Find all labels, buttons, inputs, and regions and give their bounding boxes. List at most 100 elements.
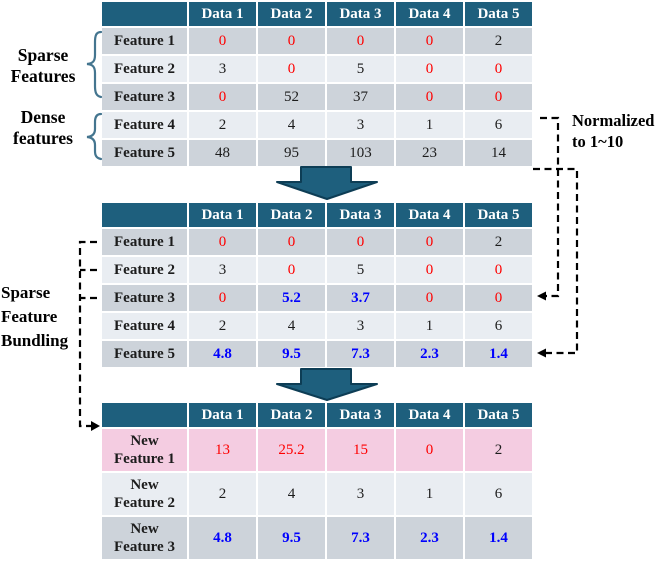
cell-value: 15: [327, 429, 394, 471]
column-header: Data 4: [396, 403, 463, 427]
row-label: New Feature 3: [102, 517, 187, 559]
column-header: Data 4: [396, 203, 463, 227]
cell-value: 0: [396, 285, 463, 311]
cell-text: 0: [218, 289, 227, 306]
cell-text: 5.2: [282, 289, 301, 306]
cell-text: 0: [425, 88, 434, 105]
cell-text: 2: [494, 32, 503, 49]
cell-value: 95: [258, 140, 325, 166]
row-label-line: Feature 2: [114, 495, 175, 511]
column-header: Data 1: [189, 403, 256, 427]
cell-value: 2.3: [396, 341, 463, 367]
label-line: Feature: [1, 307, 58, 326]
cell-text: 0: [425, 32, 434, 49]
cell-text: 0: [218, 233, 227, 250]
cell-text: 103: [349, 144, 372, 161]
cell-value: 0: [327, 229, 394, 255]
cell-text: 0: [287, 261, 296, 278]
column-header: Data 5: [465, 2, 532, 26]
cell-value: 3: [327, 473, 394, 515]
corner-header-cell: [102, 2, 187, 26]
row-label: Feature 4: [102, 112, 187, 138]
cell-text: 0: [218, 32, 227, 49]
label-line: Features: [10, 66, 76, 86]
header-row: Data 1 Data 2 Data 3 Data 4 Data 5: [102, 203, 532, 227]
cell-value: 3.7: [327, 285, 394, 311]
cell-value: 1: [396, 473, 463, 515]
table-row: New Feature 3 4.8 9.5 7.3 2.3 1.4: [102, 517, 532, 559]
cell-text: 1: [425, 317, 434, 334]
cell-text: 14: [491, 144, 506, 161]
cell-text: 1: [425, 116, 434, 133]
cell-text: 3: [356, 116, 365, 133]
cell-value: 0: [465, 257, 532, 283]
cell-text: 2: [494, 233, 503, 250]
column-header: Data 3: [327, 2, 394, 26]
cell-value: 0: [396, 429, 463, 471]
cell-value: 2: [189, 313, 256, 339]
cell-value: 0: [396, 84, 463, 110]
cell-text: 1: [425, 485, 434, 502]
row-label-line: New: [130, 521, 159, 537]
label-line: Bundling: [1, 331, 69, 350]
cell-text: 25.2: [278, 441, 305, 458]
cell-value: 6: [465, 473, 532, 515]
cell-text: 52: [284, 88, 299, 105]
column-header: Data 2: [258, 403, 325, 427]
cell-value: 0: [396, 229, 463, 255]
column-header: Data 3: [327, 203, 394, 227]
table-row: Feature 3 0 5.2 3.7 0 0: [102, 285, 532, 311]
table-row: Feature 2 3 0 5 0 0: [102, 56, 532, 82]
cell-value: 2: [465, 429, 532, 471]
row-label-line: Feature 1: [114, 451, 175, 467]
cell-value: 2.3: [396, 517, 463, 559]
cell-text: 3: [356, 485, 365, 502]
row-label: New Feature 1: [102, 429, 187, 471]
column-header: Data 3: [327, 403, 394, 427]
table-row: New Feature 2 2 4 3 1 6: [102, 473, 532, 515]
cell-value: 9.5: [258, 517, 325, 559]
cell-text: 7.3: [351, 345, 370, 362]
row-label-line: Feature 3: [114, 539, 175, 555]
cell-value: 0: [396, 28, 463, 54]
cell-text: 4: [287, 116, 296, 133]
cell-value: 5: [327, 257, 394, 283]
bundled-features-table: Data 1 Data 2 Data 3 Data 4 Data 5 New F…: [100, 401, 534, 561]
cell-value: 13: [189, 429, 256, 471]
cell-text: 3: [218, 261, 227, 278]
cell-value: 1.4: [465, 341, 532, 367]
cell-value: 0: [465, 56, 532, 82]
table-row: Feature 1 0 0 0 0 2: [102, 28, 532, 54]
cell-text: 4.8: [213, 529, 232, 546]
row-label: Feature 4: [102, 313, 187, 339]
cell-value: 0: [189, 28, 256, 54]
cell-text: 4.8: [213, 345, 232, 362]
cell-value: 52: [258, 84, 325, 110]
row-label: Feature 3: [102, 285, 187, 311]
bundling-connector-lines: [78, 240, 97, 428]
cell-text: 1.4: [489, 529, 508, 546]
table-row: Feature 4 2 4 3 1 6: [102, 112, 532, 138]
sparse-feature-bundling-label: Sparse Feature Bundling: [1, 281, 79, 353]
cell-value: 7.3: [327, 517, 394, 559]
table-row: Feature 3 0 52 37 0 0: [102, 84, 532, 110]
cell-text: 0: [494, 261, 503, 278]
label-line: features: [13, 128, 73, 148]
cell-value: 2: [189, 473, 256, 515]
cell-value: 2: [465, 28, 532, 54]
cell-text: 2: [218, 485, 227, 502]
cell-value: 103: [327, 140, 394, 166]
row-label: Feature 1: [102, 229, 187, 255]
cell-text: 23: [422, 144, 437, 161]
cell-text: 2.3: [420, 529, 439, 546]
cell-text: 2: [218, 116, 227, 133]
cell-value: 4: [258, 313, 325, 339]
cell-value: 0: [465, 285, 532, 311]
cell-value: 0: [189, 84, 256, 110]
cell-value: 7.3: [327, 341, 394, 367]
column-header: Data 1: [189, 2, 256, 26]
down-arrow-2: [276, 368, 378, 401]
cell-text: 0: [287, 233, 296, 250]
cell-text: 37: [353, 88, 368, 105]
